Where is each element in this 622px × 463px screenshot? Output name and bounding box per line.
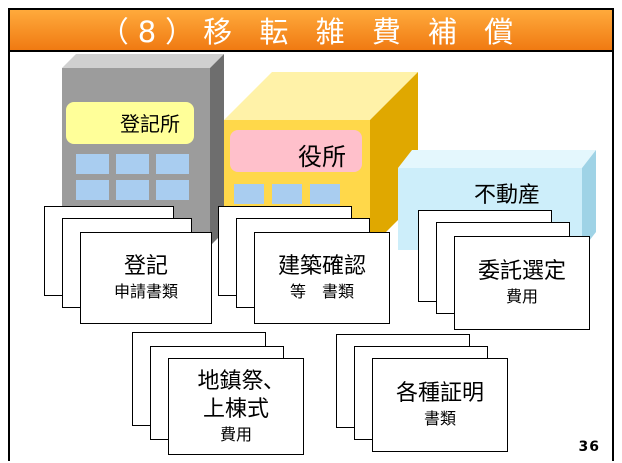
ceremony-doc-line1: 地鎮祭､ [197, 368, 275, 394]
office-sign [230, 130, 362, 172]
registration-doc-subtitle: 申請書類 [113, 282, 178, 301]
commission-doc-subtitle: 費用 [505, 287, 538, 306]
building-confirm-doc: 建築確認 等 書類 [254, 232, 390, 324]
registry-building [62, 54, 224, 246]
ceremony-doc-line2: 上棟式 [202, 396, 269, 422]
certificates-doc-title: 各種証明 [395, 381, 484, 406]
office-label: 役所 [298, 143, 346, 171]
building-confirm-doc-subtitle: 等 書類 [289, 282, 354, 301]
commission-doc-title: 委託選定 [477, 259, 566, 284]
registration-doc-title: 登記 [123, 254, 168, 279]
slide: （8）移 転 雑 費 補 償 [8, 8, 614, 461]
ceremony-doc-line3: 費用 [219, 424, 252, 444]
certificates-doc-subtitle: 書類 [423, 409, 456, 428]
commission-doc: 委託選定 費用 [454, 236, 590, 330]
page-number: 36 [578, 439, 600, 455]
certificates-doc: 各種証明 書類 [372, 358, 508, 452]
buildings-illustration [62, 54, 596, 250]
registry-sign [66, 102, 194, 144]
realestate-label: 不動産 [474, 183, 541, 208]
registry-label: 登記所 [120, 112, 180, 136]
registration-doc: 登記 申請書類 [80, 232, 212, 324]
slide-title: （8）移 転 雑 費 補 償 [10, 10, 612, 52]
building-confirm-doc-title: 建築確認 [277, 254, 366, 279]
ceremony-doc: 地鎮祭､ 上棟式 費用 [168, 358, 304, 455]
